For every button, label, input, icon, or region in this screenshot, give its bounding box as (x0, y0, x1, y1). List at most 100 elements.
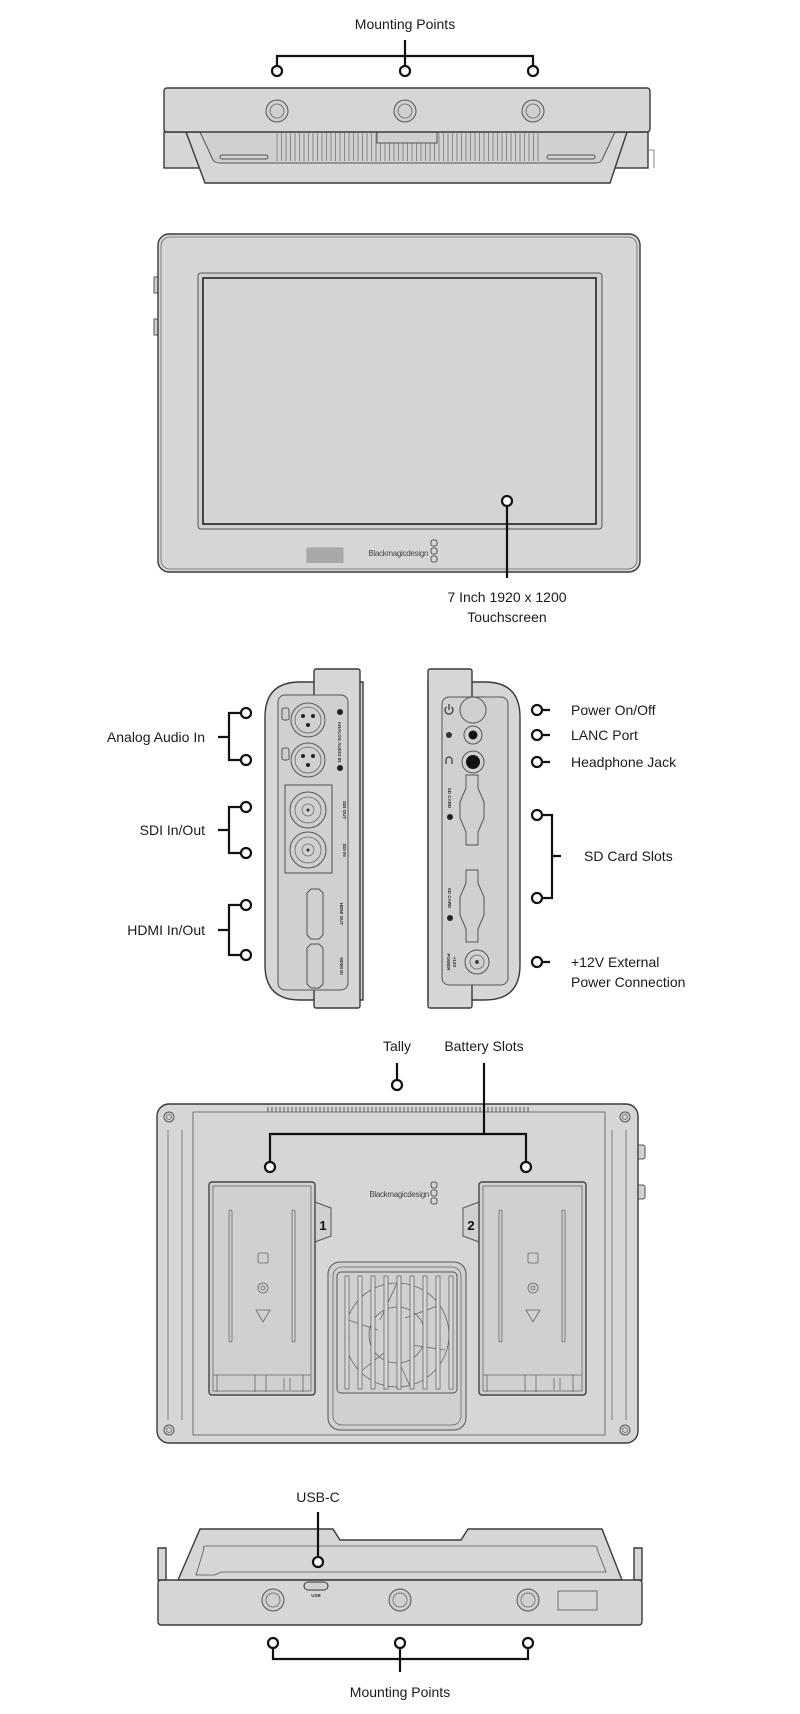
top-mounting-points-label: Mounting Points (355, 16, 455, 32)
front-view: Blackmagicdesign 7 Inch 1920 x 1200 Touc… (153, 233, 641, 625)
callout-dot (530, 703, 544, 717)
lanc-port (463, 725, 483, 745)
lanc-icon (446, 732, 452, 738)
back-side-rails (167, 1130, 627, 1420)
sdi-in-panel-text: SDI IN (342, 843, 347, 856)
left-side-leaders (218, 711, 244, 957)
bottom-mounting-points-label: Mounting Points (350, 1684, 450, 1700)
sd-card-slot-2 (459, 869, 485, 943)
callout-dot (239, 948, 253, 962)
analog-audio-panel-text: ANALOG AUDIO IN (337, 722, 342, 763)
hdmi-in-panel-text: HDMI IN (339, 957, 344, 974)
battery-slot-2-number: 2 (467, 1218, 474, 1233)
touchscreen-label-line1: 7 Inch 1920 x 1200 (447, 589, 566, 605)
external-power-label-line2: Power Connection (571, 974, 685, 990)
callout-dot (398, 64, 412, 78)
top-mount-holes (265, 99, 545, 123)
fan-slat (435, 1275, 441, 1390)
battery-slot-2[interactable] (462, 1181, 587, 1396)
usb-callout-dot (311, 1555, 325, 1569)
callout-dot (530, 955, 544, 969)
headphone-jack-label: Headphone Jack (571, 754, 677, 770)
xlr-connector-2 (281, 742, 326, 778)
fan-slat (396, 1275, 402, 1390)
hdmi-out-connector (306, 888, 324, 940)
lanc-port-label: LANC Port (571, 727, 638, 743)
callout-dot (519, 1160, 533, 1174)
sdi-in-connector (289, 831, 327, 869)
callout-dot (266, 1636, 280, 1650)
sd-card-slots-label: SD Card Slots (584, 848, 673, 864)
sd-card-1-panel-text: SD CARD (447, 788, 452, 809)
bottom-leaders (271, 1512, 530, 1672)
fan-slat (357, 1275, 363, 1390)
callout-dot (263, 1160, 277, 1174)
dc-power-connector (464, 949, 490, 975)
back-view: Tally Battery Slots 1 (156, 1038, 646, 1444)
callout-dot (270, 64, 284, 78)
bottom-view: USB-C USB Mounting Points (157, 1489, 643, 1700)
fan-slat (422, 1275, 428, 1390)
callout-dot (521, 1636, 535, 1650)
sd-card-slot-1 (459, 774, 485, 846)
callout-dot (239, 800, 253, 814)
right-side-view: SD CARD SD CARD +12V POWER Power On/Off … (427, 668, 685, 1009)
power-on-off-label: Power On/Off (571, 702, 656, 718)
right-side-leaders (541, 708, 561, 964)
battery-slots-label: Battery Slots (444, 1038, 523, 1054)
tally-label: Tally (383, 1038, 411, 1054)
top-view: Mounting Points (163, 16, 655, 184)
callout-dot (530, 891, 544, 905)
usb-c-label: USB-C (296, 1489, 340, 1505)
back-leaders (268, 1063, 528, 1162)
power-panel-text: POWER (446, 953, 451, 971)
callout-dot (239, 706, 253, 720)
power-12v-panel-text: +12V (452, 957, 457, 968)
top-side-connector (648, 149, 655, 168)
front-logo-text: Blackmagicdesign (368, 549, 428, 558)
tally-callout-dot (390, 1078, 404, 1092)
left-side-view: ANALOG AUDIO IN SDI OUT SDI IN HDMI OUT … (107, 668, 364, 1009)
headphone-jack (461, 750, 485, 774)
sd-card-2-panel-text: SD CARD (447, 888, 452, 909)
sd-slot-2-dot (447, 915, 453, 921)
callout-dot (239, 898, 253, 912)
top-center-tab (376, 131, 438, 144)
sdi-out-connector (289, 791, 327, 829)
logo-icon (430, 539, 438, 563)
bottom-stand-recess (195, 1545, 607, 1576)
fan-grill-slats (344, 1275, 454, 1390)
external-power-label-line1: +12V External (571, 954, 659, 970)
xlr-connector-1 (281, 702, 326, 738)
top-slot-right (546, 154, 596, 160)
battery-slot-1[interactable] (208, 1181, 332, 1396)
touchscreen[interactable] (202, 277, 597, 525)
fan-slat (383, 1275, 389, 1390)
analog-audio-in-label: Analog Audio In (107, 729, 205, 745)
callout-dot (530, 728, 544, 742)
fan-slat (370, 1275, 376, 1390)
hdmi-out-panel-text: HDMI OUT (339, 903, 344, 925)
battery-slot-1-number: 1 (319, 1218, 326, 1233)
bottom-mount-holes (261, 1588, 540, 1612)
channel-dot-2 (337, 709, 343, 715)
callout-dot (393, 1636, 407, 1650)
speaker-grille (306, 547, 344, 563)
power-icon (444, 704, 454, 715)
touchscreen-label-line2: Touchscreen (467, 609, 546, 625)
back-top-vents (267, 1107, 529, 1112)
callout-dot (500, 494, 514, 508)
fan-slat (409, 1275, 415, 1390)
callout-dot (526, 64, 540, 78)
fan-slat (344, 1275, 350, 1390)
usb-port-text: USB (311, 1593, 321, 1598)
callout-dot (530, 808, 544, 822)
callout-dot (530, 755, 544, 769)
cooling-fan (327, 1261, 467, 1431)
hdmi-in-out-label: HDMI In/Out (127, 922, 205, 938)
sdi-out-panel-text: SDI OUT (342, 801, 347, 820)
channel-dot-1 (337, 765, 343, 771)
back-logo-text: Blackmagicdesign (369, 1190, 429, 1199)
logo-icon (430, 1181, 438, 1205)
